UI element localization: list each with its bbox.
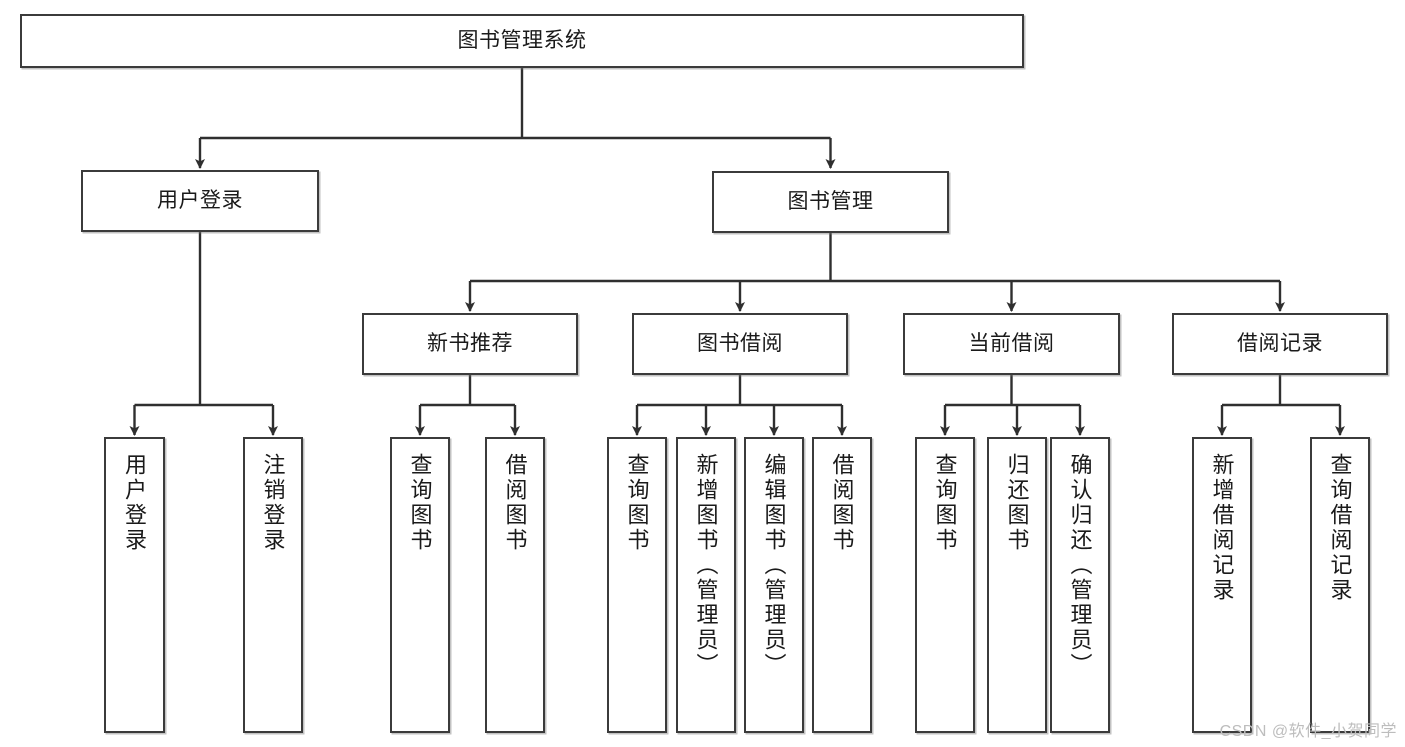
node-label: 图书管理系统: [457, 28, 587, 52]
node-l-add[interactable]: 新增图书（管理员）: [676, 437, 736, 733]
node-records[interactable]: 借阅记录: [1172, 313, 1388, 375]
node-label: 用户登录: [122, 453, 148, 553]
node-l-queryrec[interactable]: 查询借阅记录: [1310, 437, 1370, 733]
node-login[interactable]: 用户登录: [81, 170, 319, 232]
node-current[interactable]: 当前借阅: [903, 313, 1120, 375]
node-label: 查询图书: [624, 453, 650, 553]
node-label: 新书推荐: [427, 331, 513, 355]
node-label: 用户登录: [157, 188, 243, 212]
node-l-query2[interactable]: 查询图书: [607, 437, 667, 733]
node-l-query1[interactable]: 查询图书: [390, 437, 450, 733]
node-l-query3[interactable]: 查询图书: [915, 437, 975, 733]
node-label: 借阅图书: [502, 453, 528, 553]
node-l-confirm[interactable]: 确认归还（管理员）: [1050, 437, 1110, 733]
node-l-return[interactable]: 归还图书: [987, 437, 1047, 733]
node-label: 查询借阅记录: [1327, 453, 1353, 603]
node-l-borrow1[interactable]: 借阅图书: [485, 437, 545, 733]
node-label: 查询图书: [932, 453, 958, 553]
node-label: 借阅图书: [829, 453, 855, 553]
node-label: 确认归还（管理员）: [1067, 453, 1093, 678]
node-l-addrec[interactable]: 新增借阅记录: [1192, 437, 1252, 733]
node-label: 注销登录: [260, 453, 286, 553]
node-label: 新增图书（管理员）: [693, 453, 719, 678]
node-label: 图书管理: [787, 189, 874, 213]
node-bookmgmt[interactable]: 图书管理: [712, 171, 949, 233]
node-label: 编辑图书（管理员）: [761, 453, 787, 678]
node-label: 新增借阅记录: [1209, 453, 1235, 603]
node-label: 归还图书: [1004, 453, 1030, 553]
node-newbook[interactable]: 新书推荐: [362, 313, 578, 375]
node-l-edit[interactable]: 编辑图书（管理员）: [744, 437, 804, 733]
node-l-logout[interactable]: 注销登录: [243, 437, 303, 733]
node-l-borrow2[interactable]: 借阅图书: [812, 437, 872, 733]
node-label: 当前借阅: [968, 331, 1055, 355]
node-label: 借阅记录: [1237, 331, 1323, 355]
watermark: CSDN @软件_小贺同学: [1219, 723, 1397, 740]
node-root[interactable]: 图书管理系统: [20, 14, 1024, 68]
node-l-login[interactable]: 用户登录: [104, 437, 165, 733]
node-borrow[interactable]: 图书借阅: [632, 313, 848, 375]
node-label: 查询图书: [407, 453, 433, 553]
node-label: 图书借阅: [697, 331, 783, 355]
